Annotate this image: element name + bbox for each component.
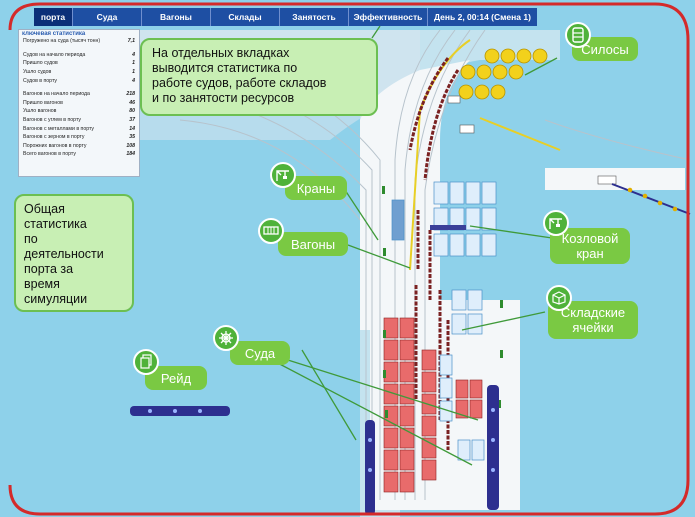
tab-wagons[interactable]: Вагоны — [142, 8, 211, 26]
stat-value: 35 — [129, 134, 135, 141]
stat-row: Вагонов с металлами в порту 14 — [19, 124, 139, 133]
label-line: ячейки — [572, 320, 614, 335]
tab-ships[interactable]: Суда — [73, 8, 142, 26]
cranes-label: Краны — [285, 176, 347, 200]
label-line: Козловой — [561, 231, 619, 246]
simulation-clock: День 2, 00:14 (Смена 1) — [428, 8, 537, 26]
stat-label: Погружено на суда (тысяч тонн) — [23, 38, 101, 45]
stat-row: Ушло вагонов 80 — [19, 107, 139, 116]
stat-row: Пришло судов 1 — [19, 59, 139, 68]
frame-outline — [8, 2, 690, 516]
stat-label: Вагонов с углем в порту — [23, 117, 81, 124]
tab-efficiency[interactable]: Эффективность — [349, 8, 428, 26]
stat-row: Судов на начало периода 4 — [19, 51, 139, 60]
stat-row: Вагонов на начало периода 218 — [19, 90, 139, 99]
ships — [130, 385, 499, 515]
stat-value: 1 — [132, 60, 135, 67]
callout-line: Общая — [24, 202, 65, 216]
label-line: кран — [576, 246, 604, 261]
warehouse-cells-red — [383, 317, 483, 493]
callout-line: время — [24, 277, 60, 291]
box-icon — [546, 285, 572, 311]
tab-bar: порта Суда Вагоны Склады Занятость Эффек… — [34, 8, 537, 26]
stat-value: 184 — [126, 151, 135, 158]
stat-value: 1 — [132, 69, 135, 76]
stat-value: 7,1 — [127, 38, 135, 45]
callout-line: работе судов, работе складов — [152, 76, 327, 90]
callout-line: На отдельных вкладках — [152, 46, 290, 60]
stat-row: Пришло вагонов 46 — [19, 99, 139, 108]
stat-value: 4 — [132, 51, 135, 58]
callout-pointers — [271, 25, 558, 466]
conveyor-line-2 — [479, 117, 561, 151]
stat-value: 46 — [129, 99, 135, 106]
gantry-crane-on-pier — [430, 225, 466, 230]
silo-icon — [565, 22, 591, 48]
stat-label: Порожних вагонов в порту — [23, 142, 87, 149]
callout-line: статистика — [24, 217, 87, 231]
ships-label: Суда — [230, 341, 290, 365]
callout-line: и по занятости ресурсов — [152, 91, 295, 105]
callout-line: выводится статистика по — [152, 61, 298, 75]
stat-label: Судов на начало периода — [23, 51, 86, 58]
stat-label: Пришло вагонов — [23, 99, 63, 106]
stats-title: ключевая статистика — [22, 31, 86, 37]
stat-value: 14 — [129, 125, 135, 132]
stat-row: Ушло судов 1 — [19, 68, 139, 77]
stat-value: 108 — [126, 142, 135, 149]
warehouse-cells-blue — [391, 181, 497, 461]
stat-label: Вагонов на начало периода — [23, 91, 90, 98]
stat-label: Пришло судов — [23, 60, 58, 67]
stat-value: 4 — [132, 77, 135, 84]
stats-note-callout: Общая статистика по деятельности порта з… — [14, 194, 134, 312]
callout-line: деятельности — [24, 247, 104, 261]
stat-label: Ушло вагонов — [23, 108, 57, 115]
callout-line: по — [24, 232, 38, 246]
stat-row: Погружено на суда (тысяч тонн) 7,1 — [19, 37, 139, 46]
right-pier-equipment — [447, 95, 691, 215]
stat-value: 37 — [129, 117, 135, 124]
gantry-crane-label: Козловой кран — [550, 228, 630, 264]
silo-group — [458, 48, 548, 100]
stat-label: Всего вагонов в порту — [23, 151, 76, 158]
callout-line: симуляции — [24, 292, 88, 306]
stat-row: Вагонов с зерном в порту 35 — [19, 133, 139, 142]
tabs-note-callout: На отдельных вкладках выводится статисти… — [140, 38, 378, 116]
storage-cells-label: Складские ячейки — [548, 301, 638, 339]
stat-label: Вагонов с металлами в порту — [23, 125, 95, 132]
stat-label: Судов в порту — [23, 77, 57, 84]
stat-row: Порожних вагонов в порту 108 — [19, 142, 139, 151]
tab-occupancy[interactable]: Занятость — [280, 8, 349, 26]
documents-icon — [133, 349, 159, 375]
callout-line: порта за — [24, 262, 74, 276]
key-statistics-panel: ключевая статистика Погружено на суда (т… — [18, 29, 140, 177]
stat-label: Ушло судов — [23, 69, 52, 76]
wagon-icon — [258, 218, 284, 244]
stat-row: Всего вагонов в порту 184 — [19, 150, 139, 159]
stat-label: Вагонов с зерном в порту — [23, 134, 85, 141]
tab-warehouses[interactable]: Склады — [211, 8, 280, 26]
stat-row: Судов в порту 4 — [19, 76, 139, 85]
stat-row: Вагонов с углем в порту 37 — [19, 116, 139, 125]
wagons-label: Вагоны — [278, 232, 348, 256]
label-line: Складские — [560, 305, 626, 320]
crane-icon — [270, 162, 296, 188]
stat-value: 218 — [126, 91, 135, 98]
ship-wheel-icon — [213, 325, 239, 351]
stat-value: 80 — [129, 108, 135, 115]
tab-port[interactable]: порта — [34, 8, 73, 26]
gantry-crane-icon — [543, 210, 569, 236]
